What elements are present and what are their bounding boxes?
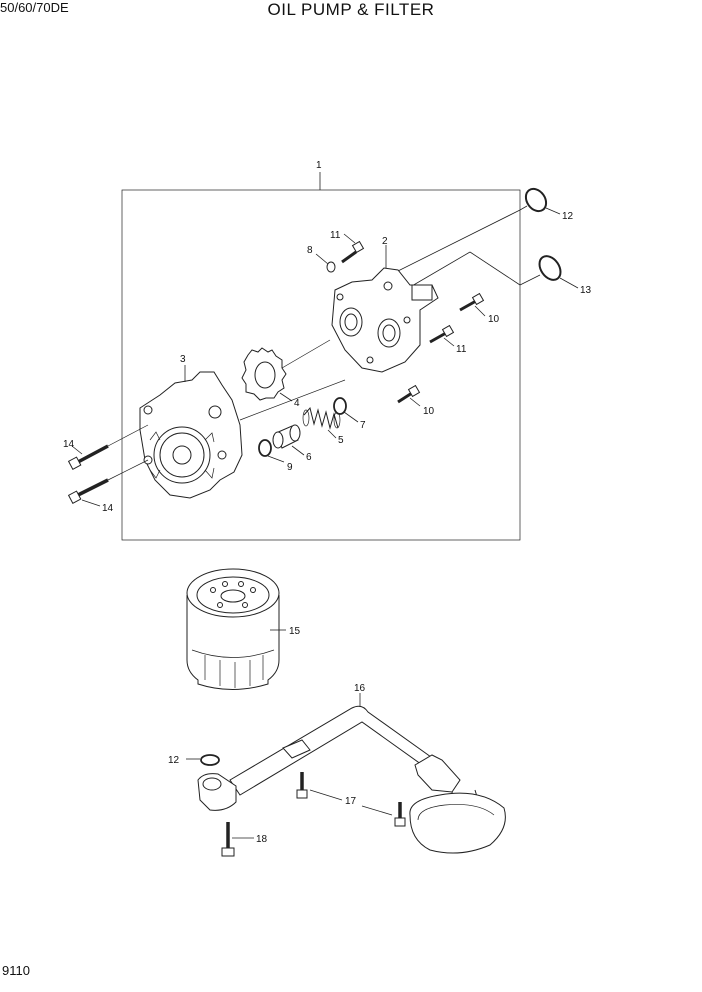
assembly-frame <box>121 189 521 541</box>
callout-4: 4 <box>294 398 300 409</box>
pump-body-part-3 <box>139 371 243 499</box>
bolt-part-14-top <box>67 424 149 470</box>
callout-7: 7 <box>360 420 366 431</box>
callout-11-top: 11 <box>330 230 341 241</box>
callout-12-bottom: 12 <box>168 755 180 766</box>
bolt-part-10-low <box>397 384 421 404</box>
callout-3: 3 <box>180 354 186 365</box>
callout-8: 8 <box>307 245 313 256</box>
ring-part-9 <box>258 439 272 457</box>
callout-12-top: 12 <box>562 211 574 222</box>
callout-1: 1 <box>316 160 322 171</box>
page-number: 9110 <box>2 963 30 978</box>
seal-part-7 <box>333 397 347 415</box>
oil-filter-part-15 <box>186 568 280 690</box>
callout-9: 9 <box>287 462 293 473</box>
strainer-pipe-part-16 <box>197 705 506 854</box>
callout-14-bottom: 14 <box>102 503 114 514</box>
callout-10-low: 10 <box>423 406 435 417</box>
callout-14-top: 14 <box>63 439 75 450</box>
callout-5: 5 <box>338 435 344 446</box>
callout-10-top: 10 <box>488 314 500 325</box>
callout-11-mid: 11 <box>456 344 467 355</box>
callout-15: 15 <box>289 626 301 637</box>
bolt-part-10-top <box>459 292 485 312</box>
spring-part-5 <box>302 406 341 430</box>
page-title: OIL PUMP & FILTER <box>267 0 435 19</box>
callout-18: 18 <box>256 834 268 845</box>
callout-2: 2 <box>382 236 388 247</box>
callout-17: 17 <box>345 796 357 807</box>
o-ring-part-13 <box>538 255 562 281</box>
bolt-part-11-mid <box>429 324 455 344</box>
bolt-part-18 <box>221 822 235 857</box>
o-ring-part-12-bottom <box>200 754 220 766</box>
bolt-part-11-top <box>341 240 365 264</box>
callout-16: 16 <box>354 683 366 694</box>
bolt-part-17-right <box>394 802 406 827</box>
callout-13: 13 <box>580 285 592 296</box>
pump-cover-part-2 <box>331 267 439 373</box>
bolt-part-14-bottom <box>67 459 149 504</box>
model-label: 50/60/70DE <box>0 0 69 15</box>
washer-part-8 <box>326 261 336 273</box>
gear-part-4 <box>241 339 331 401</box>
callout-6: 6 <box>306 452 312 463</box>
bolt-part-17-left <box>296 772 308 799</box>
plunger-part-6 <box>272 424 301 449</box>
o-ring-part-12 <box>524 187 548 213</box>
